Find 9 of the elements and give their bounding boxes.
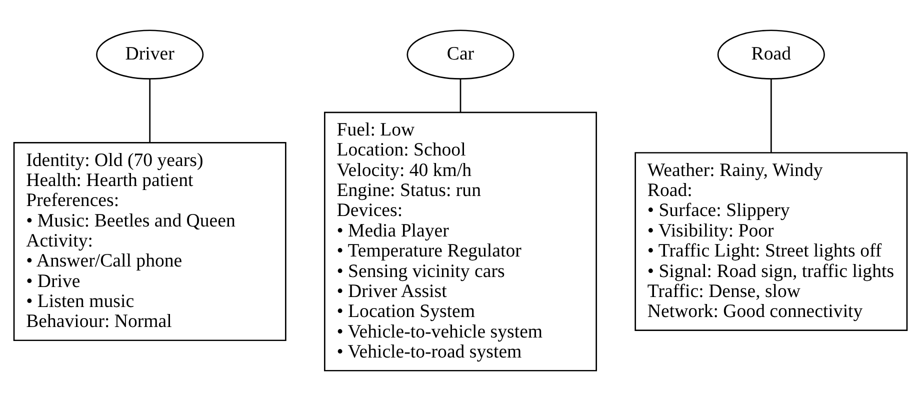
node-ellipse: Road [717, 30, 825, 80]
node-ellipse: Car [406, 30, 514, 80]
node-box: Identity: Old (70 years) Health: Hearth patient Preferences: • Music: Beetles and Queen Activity: • Answer/Call phone • Drive • Listen music Behaviour: Normal [13, 142, 286, 342]
connector [460, 78, 462, 112]
node-box: Fuel: Low Location: School Velocity: 40 km/h Engine: Status: run Devices: • Media Player • Temperature Regulator • Sensing vicinity cars • Driver Assist • Location System • Vehicle-to-vehicle system • Vehicle-to-road system [324, 112, 597, 372]
connector [770, 78, 772, 152]
node-ellipse: Driver [96, 30, 204, 80]
connector [149, 78, 151, 142]
node-box: Weather: Rainy, Windy Road: • Surface: Slippery • Visibility: Poor • Traffic Light: Street lights off • Signal: Road sign, traffic lights Traffic: Dense, slow Network: Good connectivity [634, 152, 908, 331]
